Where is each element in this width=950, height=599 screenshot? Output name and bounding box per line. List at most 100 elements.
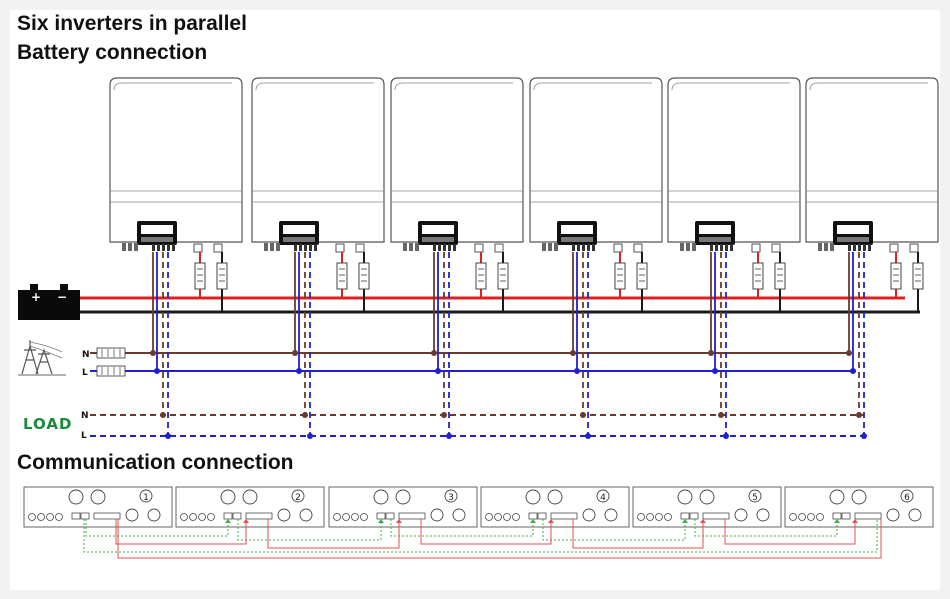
- parallel-port-icon: [841, 512, 851, 520]
- knockout-icon: [525, 489, 541, 505]
- terminal-strip-icon: [854, 512, 882, 520]
- comm-cable-red: [267, 519, 400, 549]
- junction-dot: [861, 433, 867, 439]
- inverter-unit: [529, 77, 663, 439]
- terminal-icon: [189, 513, 197, 521]
- unit-number: 6: [904, 493, 910, 503]
- knockout-icon: [452, 508, 466, 522]
- inverter-port-icon: [830, 243, 834, 251]
- terminal-strip-icon: [550, 512, 578, 520]
- inverter-top-edge: [113, 82, 232, 91]
- inverter-display-screen: [837, 225, 869, 234]
- inverter-top-edge: [533, 82, 652, 91]
- comm-panel-body: [328, 486, 478, 528]
- inverter-port-icon: [134, 243, 138, 251]
- inverter-terminal-icon: [853, 244, 856, 251]
- junction-dot: [307, 433, 313, 439]
- junction-dot: [160, 412, 166, 418]
- knockout-icon: [90, 489, 106, 505]
- grid-line-label: L: [82, 368, 88, 378]
- inverter-display-keys: [837, 237, 869, 242]
- knockout-icon: [277, 508, 291, 522]
- comm-cable-green: [390, 519, 534, 537]
- dc-fuse-icon: [358, 262, 370, 290]
- terminal-icon: [494, 513, 502, 521]
- parallel-port-icon: [537, 512, 547, 520]
- dc-connector-icon: [213, 243, 223, 253]
- inverter-port-icon: [415, 243, 419, 251]
- parallel-port-icon: [680, 512, 690, 520]
- inverter-terminal-icon: [715, 244, 718, 251]
- terminal-icon: [207, 513, 215, 521]
- comm-cable-green: [542, 519, 686, 541]
- terminal-icon: [512, 513, 520, 521]
- junction-dot: [154, 368, 160, 374]
- knockout-icon: [395, 489, 411, 505]
- dc-fuse-icon: [890, 262, 902, 290]
- dc-connector-icon: [335, 243, 345, 253]
- comm-panel: 5: [632, 486, 782, 528]
- dc-connector-icon: [613, 243, 623, 253]
- breaker-body: [96, 347, 126, 359]
- terminal-icon: [485, 513, 493, 521]
- terminal-icon: [637, 513, 645, 521]
- parallel-port-icon: [71, 512, 81, 520]
- parallel-port-icon: [832, 512, 842, 520]
- knockout-icon: [220, 489, 236, 505]
- battery-body: [18, 290, 80, 320]
- inverter-terminal-icon: [167, 244, 170, 251]
- knockout-icon: [299, 508, 313, 522]
- inverter-terminal-icon: [309, 244, 312, 251]
- load-line-label: L: [81, 431, 87, 441]
- communication-section-heading: Communication connection: [17, 451, 294, 474]
- junction-dot: [712, 368, 718, 374]
- comm-panel-body: [480, 486, 630, 528]
- junction-dot: [850, 368, 856, 374]
- junction-dot: [580, 412, 586, 418]
- inverter-terminal-icon: [572, 244, 575, 251]
- inverter-display-keys: [422, 237, 454, 242]
- knockout-icon: [547, 489, 563, 505]
- dc-fuse-icon: [912, 262, 924, 290]
- knockout-icon: [68, 489, 84, 505]
- dc-connector-icon: [633, 243, 643, 253]
- junction-dot: [718, 412, 724, 418]
- inverter-terminal-icon: [730, 244, 733, 251]
- junction-dot: [585, 433, 591, 439]
- inverter-port-icon: [128, 243, 132, 251]
- inverter-display-keys: [283, 237, 315, 242]
- comm-panel: 2: [175, 486, 325, 528]
- inverter-display-screen: [141, 225, 173, 234]
- cable-arrow-icon: [682, 519, 688, 523]
- terminal-icon: [46, 513, 54, 521]
- inverter-display-screen: [561, 225, 593, 234]
- inverter-port-icon: [122, 243, 126, 251]
- parallel-port-icon: [232, 512, 242, 520]
- terminal-icon: [360, 513, 368, 521]
- unit-number: 1: [143, 493, 149, 503]
- parallel-port-icon: [528, 512, 538, 520]
- dc-connector-icon: [889, 243, 899, 253]
- battery-icon: +−: [18, 284, 80, 320]
- dc-fuse-icon: [752, 262, 764, 290]
- junction-dot: [570, 350, 576, 356]
- junction-dot: [441, 412, 447, 418]
- grid-neutral-label: N: [82, 350, 90, 360]
- terminal-icon: [28, 513, 36, 521]
- knockout-icon: [242, 489, 258, 505]
- dc-fuse-icon: [336, 262, 348, 290]
- inverter-display-screen: [283, 225, 315, 234]
- inverter-terminal-icon: [863, 244, 866, 251]
- cable-arrow-icon: [700, 519, 706, 523]
- inverter-terminal-icon: [710, 244, 713, 251]
- inverter-unit: [805, 77, 939, 439]
- knockout-icon: [908, 508, 922, 522]
- inverter-terminal-icon: [314, 244, 317, 251]
- inverter-top-edge: [809, 82, 928, 91]
- grid-breaker-icon: [96, 365, 126, 377]
- inverter-terminal-icon: [152, 244, 155, 251]
- inverter-body: [390, 77, 524, 243]
- terminal-icon: [55, 513, 63, 521]
- knockout-icon: [734, 508, 748, 522]
